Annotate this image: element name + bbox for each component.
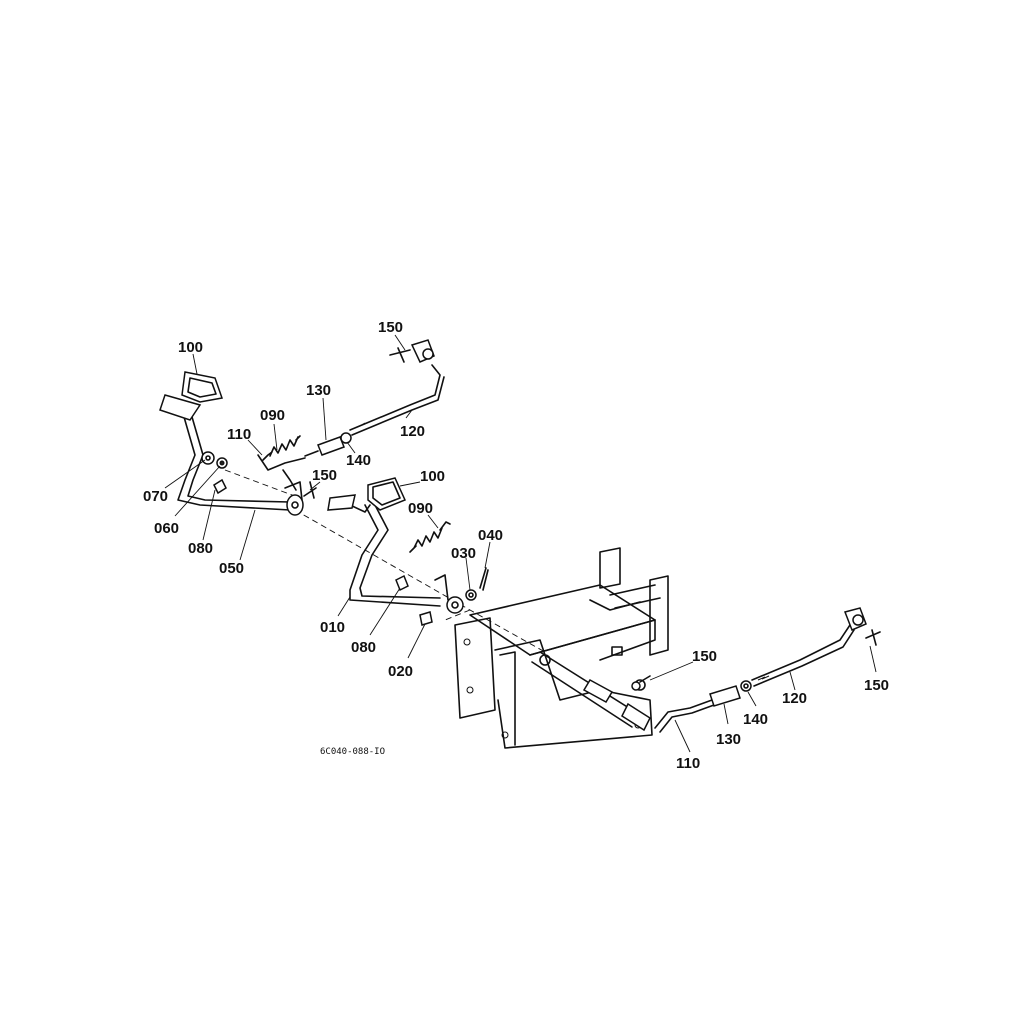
callout-010: 010 [320,619,345,636]
drawing-code: 6C040-088-IO [320,747,385,757]
callout-050: 050 [219,560,244,577]
callout-090-right: 090 [408,500,433,517]
turnbuckle-130-left [304,432,352,457]
callout-030: 030 [451,545,476,562]
callout-120-left: 120 [400,423,425,440]
callout-labels: 100 130 150 090 110 120 140 150 070 060 … [143,319,889,772]
turnbuckle-130-right [709,685,741,707]
callout-060: 060 [154,520,179,537]
callout-080-right: 080 [351,639,376,656]
pin-150-right-mid [631,675,651,691]
assembly-line [224,469,301,499]
spring-090-right [409,521,451,553]
collar-030 [465,589,477,601]
callout-080-left: 080 [188,540,213,557]
rod-120-right [751,624,855,687]
pedal-pad-left [181,371,223,403]
callout-150-right: 150 [864,677,889,694]
callout-130-left: 130 [306,382,331,399]
grease-nipple-080-left [213,478,227,495]
callout-150-right-mid: 150 [692,648,717,665]
assembly-line [444,609,471,621]
rod-110-right [654,699,715,733]
rod-120-left [349,364,445,436]
right-pedal-arm [327,494,464,614]
callout-150-top: 150 [378,319,403,336]
callout-130-right: 130 [716,731,741,748]
grease-nipple-080-right [395,574,409,592]
callout-020: 020 [388,663,413,680]
callout-140-right: 140 [743,711,768,728]
callout-090-left: 090 [260,407,285,424]
callout-110-left: 110 [227,426,251,443]
callout-110-right: 110 [676,755,700,772]
clevis-150-top [389,339,435,363]
leader-lines [164,334,877,753]
callout-150-mid: 150 [312,467,337,484]
callout-040: 040 [478,527,503,544]
cross-shaft [531,651,651,732]
spring-090-left [262,435,301,461]
clevis-150-right [843,607,881,646]
callout-140-left: 140 [346,452,371,469]
rod-110-left [257,454,306,491]
callout-100-right: 100 [420,468,445,485]
pedal-pad-right [367,477,407,511]
bushing-070 [201,451,215,465]
left-pedal-arm [159,394,304,516]
bolt-020 [419,611,433,626]
bushing-060 [216,457,228,469]
callout-070: 070 [143,488,168,505]
callout-120-right: 120 [782,690,807,707]
nut-140-right [740,680,752,692]
pin-040 [479,567,489,591]
pin-150-mid [303,481,317,499]
frame-assembly [454,547,669,749]
callout-100-left: 100 [178,339,203,356]
